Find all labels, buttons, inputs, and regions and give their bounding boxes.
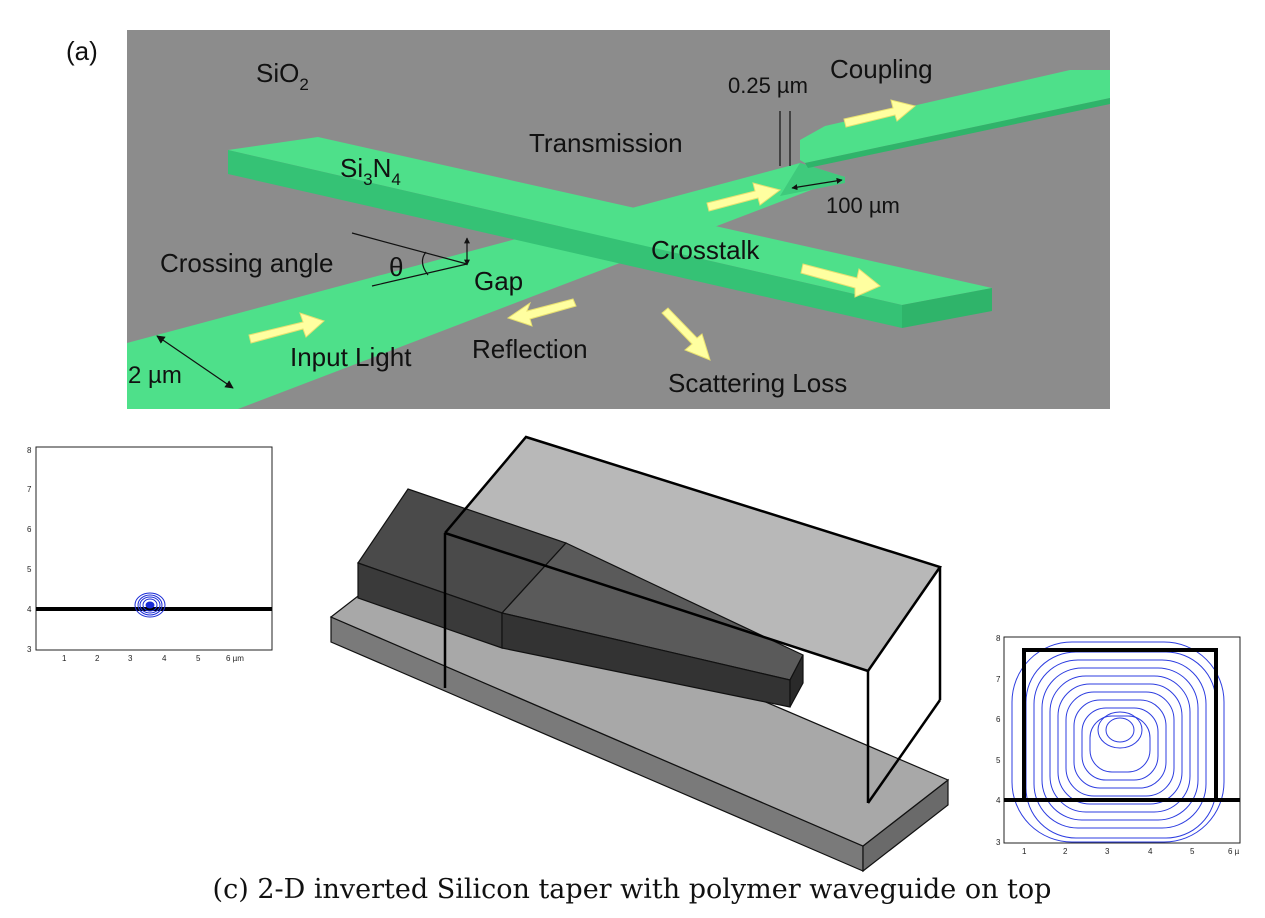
crossing-angle-label: Crossing angle xyxy=(160,248,333,278)
angle-ref-lower xyxy=(371,263,468,287)
right-y-tick: 5 xyxy=(996,756,1001,765)
taper-tip xyxy=(789,654,804,708)
crossing-waveguide xyxy=(228,137,992,328)
left-y-tick: 7 xyxy=(27,485,32,494)
si3n4-label: Si3N4 xyxy=(340,153,401,189)
right-x-ticks: 1 2 3 4 5 6 µ xyxy=(1022,847,1240,856)
right-y-tick: 3 xyxy=(996,838,1001,847)
right-y-tick: 6 xyxy=(996,715,1001,724)
angle-ref-upper xyxy=(351,232,468,265)
left-x-tick: 3 xyxy=(128,654,133,663)
left-y-tick: 3 xyxy=(27,645,32,654)
width-label: 2 µm xyxy=(128,362,182,389)
left-plot-frame xyxy=(35,446,273,651)
mode-plot-right: 8 7 6 5 4 3 1 2 3 4 5 6 µ xyxy=(996,634,1241,856)
angle-arc xyxy=(421,251,429,276)
transmission-label: Transmission xyxy=(529,128,683,158)
crosstalk-arrow xyxy=(800,263,881,298)
left-y-tick: 5 xyxy=(27,565,32,574)
left-x-tick: 5 xyxy=(196,654,201,663)
right-plot-frame xyxy=(1003,636,1241,844)
right-x-tick: 6 µ xyxy=(1228,847,1240,856)
light-arrows xyxy=(248,99,917,361)
input-light-label: Input Light xyxy=(290,342,412,372)
theta-label: θ xyxy=(389,252,403,282)
scattering-arrow xyxy=(661,307,711,361)
right-y-tick: 8 xyxy=(996,634,1001,643)
reflection-arrow xyxy=(506,298,577,327)
right-x-tick: 3 xyxy=(1105,847,1110,856)
reflection-label: Reflection xyxy=(472,334,588,364)
gap-width-label: 0.25 µm xyxy=(728,73,808,98)
right-y-tick: 4 xyxy=(996,796,1001,805)
left-y-ticks: 8 7 6 5 4 3 xyxy=(27,446,32,654)
crosstalk-label: Crosstalk xyxy=(651,235,760,265)
right-y-ticks: 8 7 6 5 4 3 xyxy=(996,634,1001,847)
right-x-tick: 4 xyxy=(1148,847,1153,856)
left-y-tick: 8 xyxy=(27,446,32,455)
dimension-marks xyxy=(156,111,843,389)
left-x-tick: 4 xyxy=(162,654,167,663)
coupling-arrow xyxy=(843,99,917,128)
sio2-label: SiO2 xyxy=(256,58,309,94)
coupling-waveguide xyxy=(800,70,1110,168)
left-x-tick: 6 µm xyxy=(226,654,244,663)
right-polymer-outline xyxy=(1004,648,1240,802)
gap-label: Gap xyxy=(474,266,523,296)
right-x-tick: 5 xyxy=(1190,847,1195,856)
panel-a: (a) xyxy=(66,30,1110,409)
width-line xyxy=(156,335,234,389)
taper-3d-model xyxy=(329,435,950,873)
left-x-tick: 2 xyxy=(95,654,100,663)
right-x-tick: 1 xyxy=(1022,847,1027,856)
right-y-tick: 7 xyxy=(996,675,1001,684)
left-y-tick: 6 xyxy=(27,525,32,534)
polymer-back-top xyxy=(445,437,940,671)
taper-length-line xyxy=(791,177,843,191)
coupling-label: Coupling xyxy=(830,54,933,84)
figure-caption: (c) 2-D inverted Silicon taper with poly… xyxy=(213,874,1052,905)
input-light-arrow xyxy=(248,312,325,344)
mode-plot-left: 8 7 6 5 4 3 1 2 3 4 5 6 µm xyxy=(27,446,273,663)
scattering-loss-label: Scattering Loss xyxy=(668,368,847,398)
left-x-tick: 1 xyxy=(62,654,67,663)
left-y-tick: 4 xyxy=(27,605,32,614)
transmission-arrow xyxy=(706,182,782,212)
left-x-ticks: 1 2 3 4 5 6 µm xyxy=(62,654,244,663)
polymer-waveguide-box xyxy=(443,435,942,804)
left-mode-contours xyxy=(134,592,166,618)
taper-length-label: 100 µm xyxy=(826,193,900,218)
panel-a-tag: (a) xyxy=(66,36,98,66)
right-x-tick: 2 xyxy=(1063,847,1068,856)
